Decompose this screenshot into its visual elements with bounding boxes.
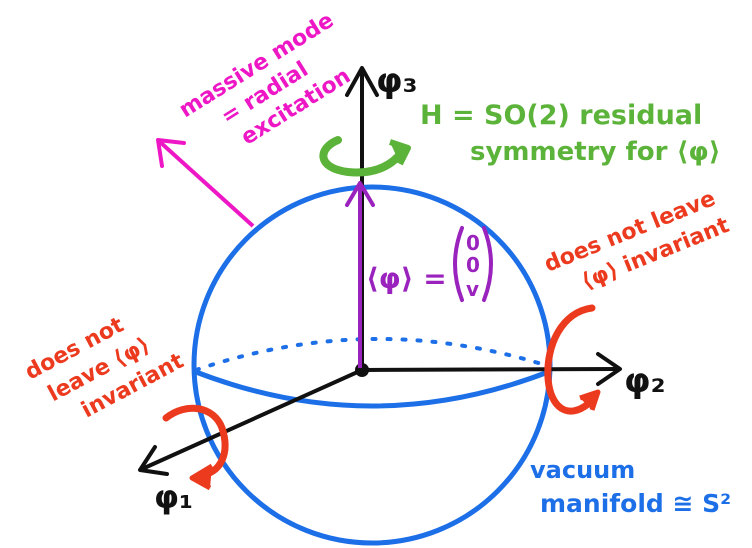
sphere-outline — [191, 184, 553, 546]
vev-entry-3: v — [466, 277, 479, 301]
vev-expression: ⟨φ⟩ = 0 0 v — [366, 226, 493, 302]
residual-line-1: H = SO(2) residual — [420, 100, 702, 131]
sphere-equator-back — [194, 337, 550, 372]
vacuum-line-1: vacuum — [530, 456, 635, 484]
vacuum-line-2: manifold ≅ S² — [540, 489, 731, 518]
axis-phi1-label: φ₁ — [154, 478, 193, 516]
sphere-equator-front — [195, 369, 549, 409]
rotation-phi1-arrow — [162, 404, 229, 491]
vev-entry-2: 0 — [466, 253, 480, 277]
vev-bracket-left — [453, 226, 464, 302]
axis-phi2-label: φ₂ — [624, 361, 666, 401]
residual-rotation-arrow — [319, 136, 411, 177]
axis-phi1 — [138, 368, 363, 476]
axis-phi3-label: φ₃ — [376, 61, 418, 101]
vev-lhs: ⟨φ⟩ = — [366, 262, 447, 295]
massive-mode-arrow — [156, 138, 255, 228]
right-broken-note: does not leave ⟨φ⟩ invariant — [541, 186, 733, 295]
residual-line-2: symmetry for ⟨φ⟩ — [470, 137, 721, 167]
vev-entry-1: 0 — [466, 231, 480, 255]
massive-mode-note: massive mode = radial excitation — [175, 8, 355, 150]
vev-arrow — [345, 181, 375, 368]
axis-phi2 — [361, 352, 622, 386]
vev-bracket-right — [482, 226, 493, 302]
rotation-phi2-arrow — [544, 304, 601, 415]
